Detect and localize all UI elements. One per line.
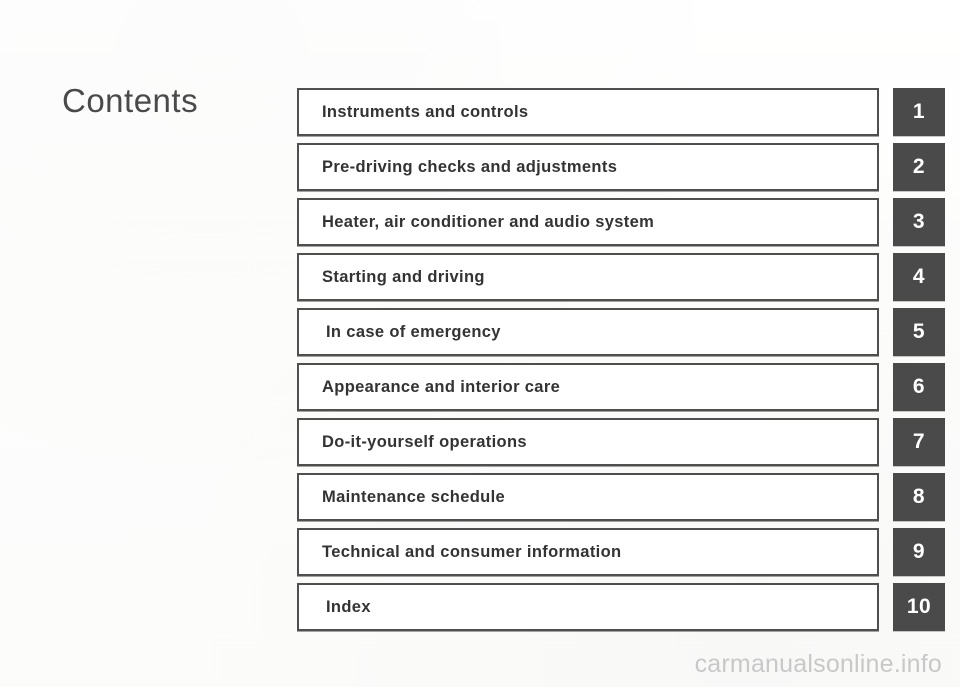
- toc-entry-label: Do-it-yourself operations: [322, 432, 527, 451]
- toc-entry-box[interactable]: In case of emergency: [297, 308, 879, 356]
- toc-chapter-badge[interactable]: 6: [893, 363, 945, 411]
- toc-entry-box[interactable]: Pre-driving checks and adjustments: [297, 143, 879, 191]
- toc-chapter-badge[interactable]: 1: [893, 88, 945, 136]
- toc-entry-box[interactable]: Maintenance schedule: [297, 473, 879, 521]
- toc-chapter-badge[interactable]: 10: [893, 583, 945, 631]
- toc-entry-5[interactable]: In case of emergency 5: [297, 308, 945, 356]
- toc-entry-box[interactable]: Appearance and interior care: [297, 363, 879, 411]
- toc-entry-label: In case of emergency: [326, 322, 501, 341]
- toc-entry-box[interactable]: Heater, air conditioner and audio system: [297, 198, 879, 246]
- toc-entry-4[interactable]: Starting and driving 4: [297, 253, 945, 301]
- toc-entry-9[interactable]: Technical and consumer information 9: [297, 528, 945, 576]
- toc-chapter-badge[interactable]: 7: [893, 418, 945, 466]
- toc-entry-box[interactable]: Technical and consumer information: [297, 528, 879, 576]
- toc-entry-3[interactable]: Heater, air conditioner and audio system…: [297, 198, 945, 246]
- toc-entry-box[interactable]: Do-it-yourself operations: [297, 418, 879, 466]
- toc-entry-2[interactable]: Pre-driving checks and adjustments 2: [297, 143, 945, 191]
- toc-entry-box[interactable]: Instruments and controls: [297, 88, 879, 136]
- toc-entry-1[interactable]: Instruments and controls 1: [297, 88, 945, 136]
- toc-entry-10[interactable]: Index 10: [297, 583, 945, 631]
- toc-entry-8[interactable]: Maintenance schedule 8: [297, 473, 945, 521]
- toc-chapter-badge[interactable]: 4: [893, 253, 945, 301]
- toc-entry-label: Maintenance schedule: [322, 487, 506, 506]
- site-watermark: carmanualsonline.info: [694, 650, 942, 678]
- toc-chapter-badge[interactable]: 2: [893, 143, 945, 191]
- page-title: Contents: [62, 82, 199, 119]
- toc-chapter-badge[interactable]: 9: [893, 528, 945, 576]
- toc-chapter-badge[interactable]: 8: [893, 473, 945, 521]
- toc-entry-label: Starting and driving: [322, 267, 485, 286]
- toc-entry-label: Appearance and interior care: [322, 377, 561, 396]
- toc-entry-6[interactable]: Appearance and interior care 6: [297, 363, 945, 411]
- toc-entry-label: Index: [326, 597, 371, 616]
- table-of-contents: Instruments and controls 1 Pre-driving c…: [297, 88, 945, 638]
- toc-entry-label: Technical and consumer information: [322, 542, 622, 561]
- toc-entry-label: Instruments and controls: [322, 102, 529, 121]
- toc-entry-7[interactable]: Do-it-yourself operations 7: [297, 418, 945, 466]
- toc-chapter-badge[interactable]: 5: [893, 308, 945, 356]
- toc-entry-label: Pre-driving checks and adjustments: [322, 157, 618, 176]
- toc-entry-box[interactable]: Index: [297, 583, 879, 631]
- toc-entry-box[interactable]: Starting and driving: [297, 253, 879, 301]
- toc-entry-label: Heater, air conditioner and audio system: [322, 212, 655, 231]
- toc-chapter-badge[interactable]: 3: [893, 198, 945, 246]
